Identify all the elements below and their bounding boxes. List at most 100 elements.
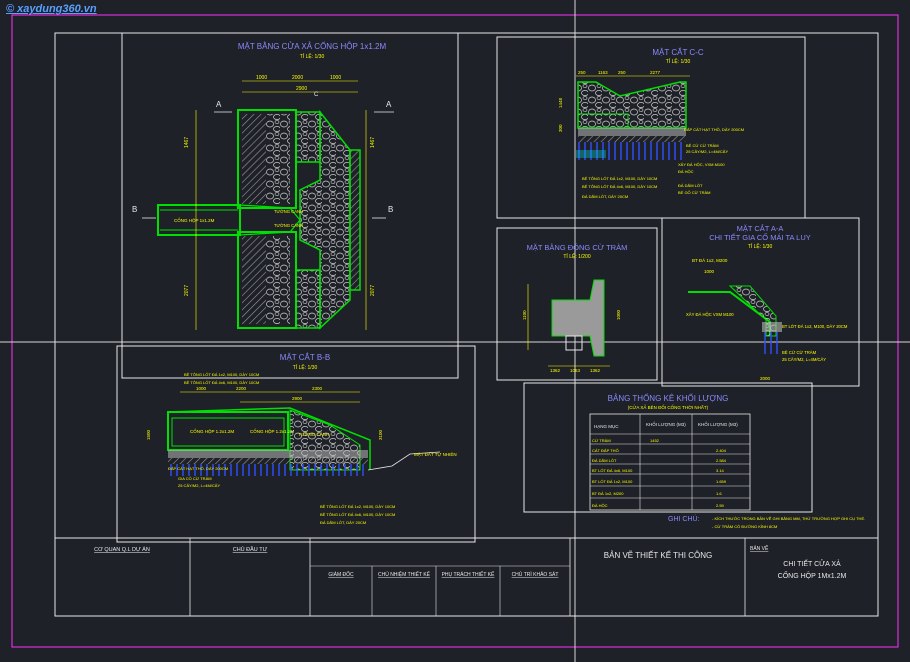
- aa-note: 25 CÂY/M2, L=4M/CÂY: [782, 357, 826, 362]
- section-aa-subtitle: CHI TIẾT GIA CỐ MÁI TA LUY: [709, 232, 811, 242]
- section-bb-scale: TỈ LỆ: 1/30: [293, 363, 318, 371]
- drawing-label: ĐÁ HỘC: [592, 503, 608, 508]
- plan-title: MẶT BẰNG CỬA XẢ CỐNG HỘP 1x1.2M: [238, 41, 387, 51]
- cc-dim: 300: [558, 124, 563, 132]
- watermark[interactable]: © xaydung360.vn: [6, 3, 97, 15]
- bb-note: 25 CÂY/M2, L=4M/CÂY: [178, 483, 220, 488]
- cc-dim: 250: [618, 70, 626, 75]
- plan-dim: 1467: [370, 137, 376, 148]
- bb-dim: 2900: [292, 396, 303, 401]
- note-line: - CỪ TRÀM CÓ ĐƯỜNG KÍNH 8CM: [712, 524, 777, 529]
- cc-dim: 2277: [650, 70, 661, 75]
- plan-dim: 2077: [370, 285, 376, 296]
- marker-a-top-right: A: [386, 100, 392, 109]
- drawing-label: ĐÁ DĂM LÓT: [592, 458, 617, 463]
- table-header: KHỐI LƯỢNG (M3): [698, 421, 738, 427]
- piles-dim: 1362: [550, 368, 561, 373]
- bb-dim: 3100: [378, 429, 383, 440]
- drawing-label: 2.59: [716, 503, 725, 508]
- plan-dim: 2077: [184, 285, 190, 296]
- plan-view: MẶT BẰNG CỬA XẢ CỐNG HỘP 1x1.2M TỈ LỆ: 1…: [121, 32, 459, 379]
- table-row: CÁT ĐẮP THÔ 2.404: [592, 448, 727, 453]
- drawing-label: CÁT ĐẮP THÔ: [592, 448, 619, 453]
- bb-note: BÊ TÔNG LÓT ĐÁ 1x2, M100, DÀY 10CM: [184, 372, 259, 377]
- plan-dim: 1000: [330, 75, 341, 81]
- bb-note: BÊ TÔNG LÓT ĐÁ 4x6, M100, DÀY 10CM: [184, 380, 259, 385]
- bb-note: ĐẮP CÁT HẠT THÔ, DÀY 200CM: [168, 466, 228, 471]
- marker-a-top-left: A: [216, 100, 222, 109]
- bb-dim: 1500: [146, 429, 151, 440]
- plan-piles-title: MẶT BẰNG ĐÓNG CỪ TRÀM: [527, 243, 628, 252]
- piles-dim: 1100: [522, 310, 527, 320]
- plan-dim: 1000: [256, 75, 267, 81]
- table-row: ĐÁ HỘC 2.59: [592, 503, 725, 508]
- wing-walls-label: TƯỜNG CÁNH: [274, 223, 303, 228]
- cc-note: ĐÁ HỘC: [678, 169, 694, 174]
- tb-designer: PHỤ TRÁCH THIẾT KẾ: [442, 571, 495, 578]
- section-cc-title: MẶT CẮT C-C: [652, 48, 703, 57]
- cc-note: BỂ GỖ CỪ TRÀM: [678, 190, 710, 195]
- aa-note: BT LÓT ĐÁ 1x2, M100, DÀY 20CM: [782, 324, 848, 329]
- drawing-label: BT LÓT ĐÁ 4x6, M100: [592, 468, 633, 473]
- volume-table: BẢNG THỐNG KÊ KHỐI LƯỢNG (CỬA XẢ BÊN ĐỐI…: [523, 382, 813, 513]
- tb-director: GIÁM ĐỐC: [328, 571, 354, 578]
- drawing-label: 1452: [650, 438, 660, 443]
- table-header: KHỐI LƯỢNG (M3): [646, 421, 686, 427]
- cc-note-left: BÊ TÔNG LÓT ĐÁ 4x6, M100, DÀY 10CM: [582, 184, 657, 189]
- cc-dim: 250: [578, 70, 586, 75]
- drawing-label: 1.659: [716, 479, 727, 484]
- bb-dim: 1000: [196, 386, 207, 391]
- table-row: CỪ TRÀM 1452: [592, 438, 660, 443]
- section-cc: MẶT CẮT C-C TỈ LỆ: 1/30 250 1163 250 227…: [496, 36, 806, 219]
- bb-ground-label: MẶT ĐẤT TỰ NHIÊN: [414, 450, 457, 457]
- piles-dim: 1000: [616, 309, 621, 320]
- cc-note: ĐẮP CÁT HẠT THÔ, DÀY 200CM: [684, 127, 744, 132]
- bb-pipe-label: CỐNG HỘP 1.2x1.2M: [250, 428, 294, 434]
- cc-note: ĐÁ DĂM LÓT: [678, 183, 703, 188]
- tb-drawing-label: BẢN VẼ: [750, 545, 769, 552]
- marker-b-left: B: [132, 205, 137, 214]
- bb-note: ĐÁ DĂM LÓT, DÀY 20CM: [320, 520, 366, 525]
- table-row: BT LÓT ĐÁ 1x2, M100 1.659: [592, 479, 727, 484]
- bb-dim: 2200: [236, 386, 247, 391]
- plan-piles-scale: TỈ LỆ: 1/200: [563, 252, 590, 260]
- bb-note: BÊ TÔNG LÓT ĐÁ 1x2, M100, DÀY 10CM: [320, 504, 395, 509]
- marker-b-right: B: [388, 205, 393, 214]
- bb-note: BÊ TÔNG LÓT ĐÁ 4x6, M100, DÀY 10CM: [320, 512, 395, 517]
- bb-dim: 2300: [312, 386, 323, 391]
- section-bb: MẶT CẮT B-B TỈ LỆ: 1/30 BÊ TÔNG LÓT ĐÁ 1…: [116, 345, 476, 543]
- cc-dim: 1163: [598, 70, 608, 75]
- tb-drawing: BẢN VẼ THIẾT KẾ THI CÔNG: [604, 550, 712, 560]
- section-aa-scale: TỈ LỆ: 1/30: [748, 242, 773, 250]
- drawing-label: 2.404: [716, 448, 727, 453]
- marker-c: C: [314, 92, 319, 98]
- title-block: CƠ QUAN Q.L DỰ ÁN CHỦ ĐẦU TƯ GIÁM ĐỐC CH…: [54, 537, 879, 617]
- section-aa-title: MẶT CẮT A-A: [737, 224, 784, 233]
- plan-piles: MẶT BẰNG ĐÓNG CỪ TRÀM TỈ LỆ: 1/200 1362 …: [496, 227, 658, 381]
- pipe-label: CỐNG HỘP 1x1.2M: [174, 217, 215, 223]
- drawing-label: BT LÓT ĐÁ 1x2, M100: [592, 479, 633, 484]
- note-line: - KÍCH THƯỚC TRONG BẢN VẼ GHI BẰNG MM, T…: [712, 516, 865, 521]
- cc-note: 25 CÂY/M2, L=4M/CÂY: [686, 149, 728, 154]
- section-bb-title: MẶT CẮT B-B: [280, 353, 330, 362]
- plan-dim: 1467: [184, 137, 190, 148]
- aa-note: 2000: [760, 376, 771, 381]
- section-cc-scale: TỈ LỆ: 1/30: [666, 57, 691, 65]
- table-row: ĐÁ DĂM LÓT 2.584: [592, 458, 727, 463]
- plan-scale: TỈ LỆ: 1/30: [300, 52, 325, 60]
- aa-note: BT ĐÁ 1x2, M200: [692, 257, 728, 263]
- aa-note: BÊ CỪ CỪ TRÀM: [782, 350, 817, 355]
- tb-manager: CHỦ NHIỆM THIẾT KẾ: [378, 570, 431, 578]
- bb-note: GIA CỐ CỪ TRÀM: [178, 476, 212, 481]
- cc-note-left: ĐÁ DĂM LÓT, DÀY 20CM: [582, 194, 628, 199]
- tb-surveyor: CHỦ TRÌ KHẢO SÁT: [512, 571, 559, 578]
- tb-name-line2: CỐNG HỘP 1Mx1.2M: [778, 570, 847, 580]
- drawing-label: 3.14: [716, 468, 725, 473]
- tb-investor: CHỦ ĐẦU TƯ: [233, 546, 268, 553]
- drawing-label: BT ĐÁ 1x2, M200: [592, 491, 624, 496]
- table-header: HẠNG MỤC: [594, 424, 619, 429]
- cc-dim: 1448: [558, 97, 563, 108]
- drawing-label: CỪ TRÀM: [592, 438, 611, 443]
